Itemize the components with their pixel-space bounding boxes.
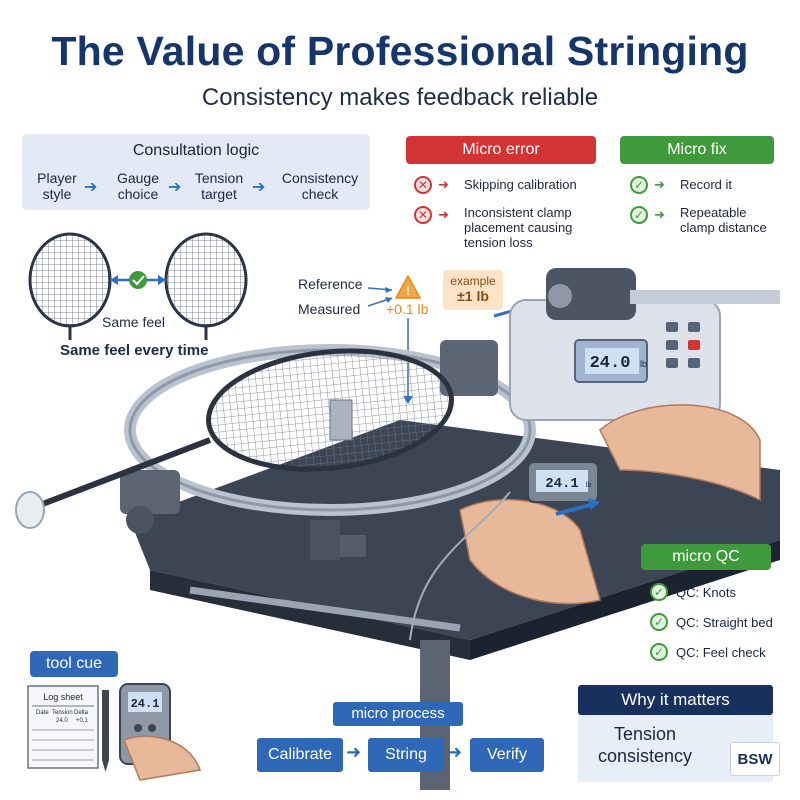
svg-text:lb: lb (586, 482, 592, 489)
pen-icon (102, 690, 109, 772)
arrow-right-icon: ➔ (252, 179, 266, 196)
page-title: The Value of Professional Stringing (51, 28, 749, 74)
same-feel-caption: Same feel every time (60, 342, 209, 359)
delta-value: +0.1 lb (386, 301, 429, 317)
x-icon: ✕ (414, 206, 432, 224)
micro-qc-header: micro QC (641, 544, 771, 570)
svg-text:lb: lb (640, 359, 647, 369)
reference-label: Reference (298, 276, 363, 292)
arrow-right-icon: ➜ (438, 207, 449, 222)
racket-left (28, 232, 112, 340)
micro-error-item: Inconsistent clamp placement causing ten… (464, 205, 573, 250)
arrow-right-icon: ➜ (654, 177, 665, 192)
arrow-right-icon: ➜ (346, 742, 362, 762)
qc-item-straight-bed: QC: Straight bed (676, 615, 773, 630)
arrow-right-icon: ➔ (84, 179, 98, 196)
check-icon: ✓ (650, 643, 668, 661)
consultation-title: Consultation logic (132, 142, 260, 159)
svg-text:+0.1: +0.1 (76, 718, 89, 724)
arrow-right-icon: ➜ (438, 177, 449, 192)
check-icon: ✓ (650, 613, 668, 631)
svg-text:Delta: Delta (74, 710, 89, 716)
arrow-right-icon: ➜ (447, 742, 463, 762)
why-it-matters-header: Why it matters (578, 685, 773, 715)
delta-warning-icon: ! (394, 274, 422, 299)
process-step-verify: Verify (470, 738, 544, 772)
svg-text:Log sheet: Log sheet (43, 692, 83, 702)
micro-error-item: Skipping calibration (464, 177, 577, 192)
measured-label: Measured (298, 301, 361, 317)
svg-text:Date: Date (36, 710, 49, 716)
check-icon: ✓ (650, 583, 668, 601)
arrow-right-icon: ➜ (654, 207, 665, 222)
why-text: Tension consistency (597, 724, 693, 766)
micro-fix-item: Record it (680, 177, 733, 192)
svg-text:24.1: 24.1 (545, 476, 579, 492)
consult-step-consistency-check: Consistency check (281, 170, 359, 202)
stringing-machine: 24.0 lb (15, 268, 780, 790)
log-sheet: Log sheet Date Tension Delta 24.0 +0.1 (27, 685, 99, 769)
hands-with-gauge: 24.1 lb (409, 404, 761, 641)
svg-text:24.0: 24.0 (56, 718, 68, 724)
svg-text:!: ! (406, 284, 410, 298)
check-icon: ✓ (630, 176, 648, 194)
svg-text:24.1: 24.1 (131, 697, 160, 711)
qc-item-feel-check: QC: Feel check (676, 645, 766, 660)
brand-logo: BSW (730, 742, 780, 776)
svg-text:Tension: Tension (52, 710, 73, 716)
micro-error-header: Micro error (406, 136, 596, 164)
micro-fix-header: Micro fix (620, 136, 774, 164)
micro-process-header: micro process (333, 702, 463, 726)
consult-step-gauge-choice: Gauge choice (116, 170, 160, 202)
process-step-string: String (368, 738, 444, 772)
check-icon: ✓ (630, 206, 648, 224)
same-feel-label: Same feel (102, 314, 166, 330)
process-step-calibrate: Calibrate (257, 738, 343, 772)
x-icon: ✕ (414, 176, 432, 194)
handheld-tension-meter: 24.1 (119, 683, 201, 781)
consult-step-player-style: Player style (37, 170, 77, 202)
micro-fix-item: Repeatable clamp distance (680, 205, 767, 235)
svg-text:24.0: 24.0 (590, 354, 631, 373)
consult-step-tension-target: Tension target (194, 170, 244, 202)
racket-right (164, 232, 248, 340)
arrow-right-icon: ➔ (168, 179, 182, 196)
qc-item-knots: QC: Knots (676, 585, 736, 600)
example-callout: example ±1 lb (443, 270, 503, 310)
tool-cue-header: tool cue (30, 651, 118, 677)
consultation-panel: Consultation logic Player style ➔ Gauge … (22, 134, 370, 210)
page-subtitle: Consistency makes feedback reliable (201, 84, 599, 111)
double-arrow-icon (110, 271, 166, 289)
